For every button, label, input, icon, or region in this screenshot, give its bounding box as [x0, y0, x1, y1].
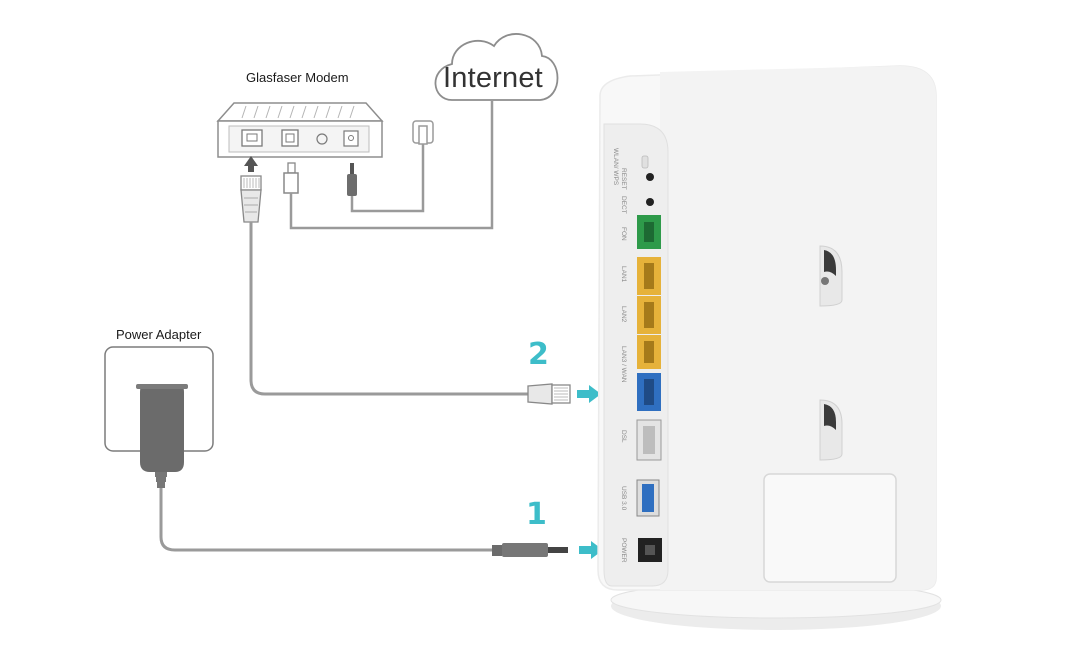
reset-button-icon [646, 198, 654, 206]
modem-power-cable [350, 144, 425, 213]
ethernet-plug-modem [240, 175, 262, 223]
port-label-wlan: WLAN/ WPS [612, 148, 619, 186]
modem-dc-plug [347, 163, 357, 196]
modem-lan-port-icon [241, 129, 263, 147]
power-cable [159, 488, 492, 552]
port-label-power: POWER [620, 538, 627, 563]
port-label-lan3-wan: LAN3 / WAN [620, 346, 627, 383]
port-label-lan2: LAN2 [620, 306, 627, 323]
fiber-connector [283, 162, 299, 200]
port-label-usb: USB 3.0 [620, 486, 627, 511]
power-adapter [104, 346, 214, 488]
internet-label: Internet [443, 62, 543, 94]
power-adapter-label: Power Adapter [116, 327, 202, 342]
modem-dc-port-icon [343, 130, 359, 147]
ethernet-plug-router [527, 383, 571, 405]
port-label-dect: DECT [620, 196, 627, 214]
internet-line [289, 100, 494, 230]
port-label-reset: RESET [620, 168, 627, 190]
router-back-cover [763, 473, 897, 583]
port-label-lan1: LAN1 [620, 266, 627, 283]
lan-cable [249, 222, 528, 396]
glasfaser-modem [216, 102, 384, 158]
router: WLAN/ WPS RESET DECT FON LAN1 LAN2 LAN3 … [597, 65, 942, 630]
modem-label: Glasfaser Modem [246, 70, 349, 85]
internet-cloud-icon [434, 33, 559, 101]
modem-fiber-port-icon [281, 129, 299, 147]
wlan-button-icon [646, 173, 654, 181]
port-label-fon: FON [620, 227, 627, 241]
step-1-number: 1 [526, 497, 547, 532]
up-arrow-icon [244, 156, 258, 172]
port-label-dsl: DSL [620, 430, 627, 443]
modem-power-button-icon [316, 133, 328, 145]
step-1-arrow-icon [579, 541, 603, 559]
step-2-arrow-icon [577, 385, 601, 403]
step-2-number: 2 [528, 337, 549, 372]
dc-plug-router [492, 543, 568, 557]
